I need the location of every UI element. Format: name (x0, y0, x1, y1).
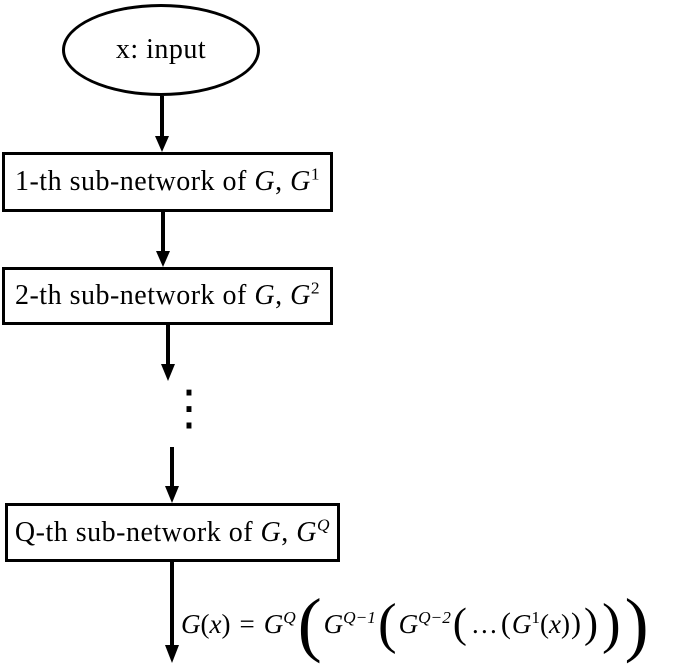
node-input: x: input (62, 4, 260, 96)
superscript-index: 2 (310, 278, 321, 298)
arrow-down-subq-to-output (165, 562, 179, 663)
paren-open: ( (200, 608, 210, 639)
math-var-x: x (549, 608, 561, 639)
superscript-index: 1 (310, 164, 321, 184)
label-text: Q-th sub-network of (14, 516, 261, 548)
paren-close-medium: ) (601, 593, 621, 655)
node-subnetwork-1-label: 1-th sub-network of G, G1 (14, 164, 321, 198)
arrow-down-sub2-to-ellipsis (161, 325, 175, 381)
paren-close-inner: ) (570, 607, 581, 640)
paren-open-small: ( (452, 601, 467, 647)
superscript-index: Q (317, 515, 331, 535)
formula-g-power-q-minus-2: GQ−2 (398, 607, 451, 640)
math-var-g: G (181, 608, 201, 639)
formula-g1-of-x: G1(x) (511, 607, 570, 640)
paren-close: ) (560, 608, 570, 639)
math-var-g: G (290, 166, 311, 197)
label-text: 2-th sub-network of (14, 280, 255, 311)
formula-lhs: G(x) (181, 609, 230, 640)
math-var-g: G (323, 608, 344, 639)
node-subnetwork-q-label: Q-th sub-network of G, GQ (14, 515, 331, 549)
math-var-g: G (511, 608, 532, 639)
formula-g-power-q: GQ (263, 607, 296, 640)
paren-open-large: ( (297, 584, 322, 664)
paren-open-medium: ( (377, 593, 397, 655)
math-var-g: G (398, 608, 419, 639)
math-var-g: G (260, 516, 282, 548)
horizontal-ellipsis: … (470, 608, 498, 639)
paren-open: ( (540, 608, 549, 639)
math-var-g: G (254, 280, 276, 311)
arrow-down-sub1-to-sub2 (156, 212, 170, 267)
node-subnetwork-q: Q-th sub-network of G, GQ (5, 503, 340, 562)
math-var-x: x (209, 608, 222, 639)
superscript-1: 1 (531, 607, 540, 627)
paren-close: ) (221, 608, 231, 639)
superscript-q: Q (283, 607, 296, 627)
output-formula: G(x) = GQ ( GQ−1 ( GQ−2 ( … ( G1(x) ) ) … (181, 582, 651, 666)
equals-sign: = (239, 608, 255, 639)
paren-close-small: ) (583, 601, 598, 647)
label-separator: , (275, 166, 291, 197)
math-var-g: G (263, 608, 284, 639)
label-separator: , (275, 280, 291, 311)
label-separator: , (281, 516, 297, 548)
arrow-down-input-to-sub1 (155, 96, 169, 152)
paren-open-inner: ( (500, 607, 511, 640)
arrow-down-ellipsis-to-subq (165, 447, 179, 503)
superscript-q-minus-2: Q−2 (418, 607, 451, 627)
node-input-label: x: input (115, 34, 207, 65)
math-var-g: G (290, 280, 311, 311)
superscript-q-minus-1: Q−1 (343, 607, 376, 627)
paren-close-large: ) (624, 584, 649, 664)
label-text: 1-th sub-network of (14, 166, 255, 197)
vertical-ellipsis: ⋮ (165, 380, 213, 436)
node-subnetwork-1: 1-th sub-network of G, G1 (2, 152, 333, 212)
node-subnetwork-2-label: 2-th sub-network of G, G2 (14, 278, 321, 312)
math-var-g: G (296, 516, 318, 548)
node-subnetwork-2: 2-th sub-network of G, G2 (2, 267, 333, 325)
formula-g-power-q-minus-1: GQ−1 (323, 607, 376, 640)
math-var-g: G (254, 166, 276, 197)
